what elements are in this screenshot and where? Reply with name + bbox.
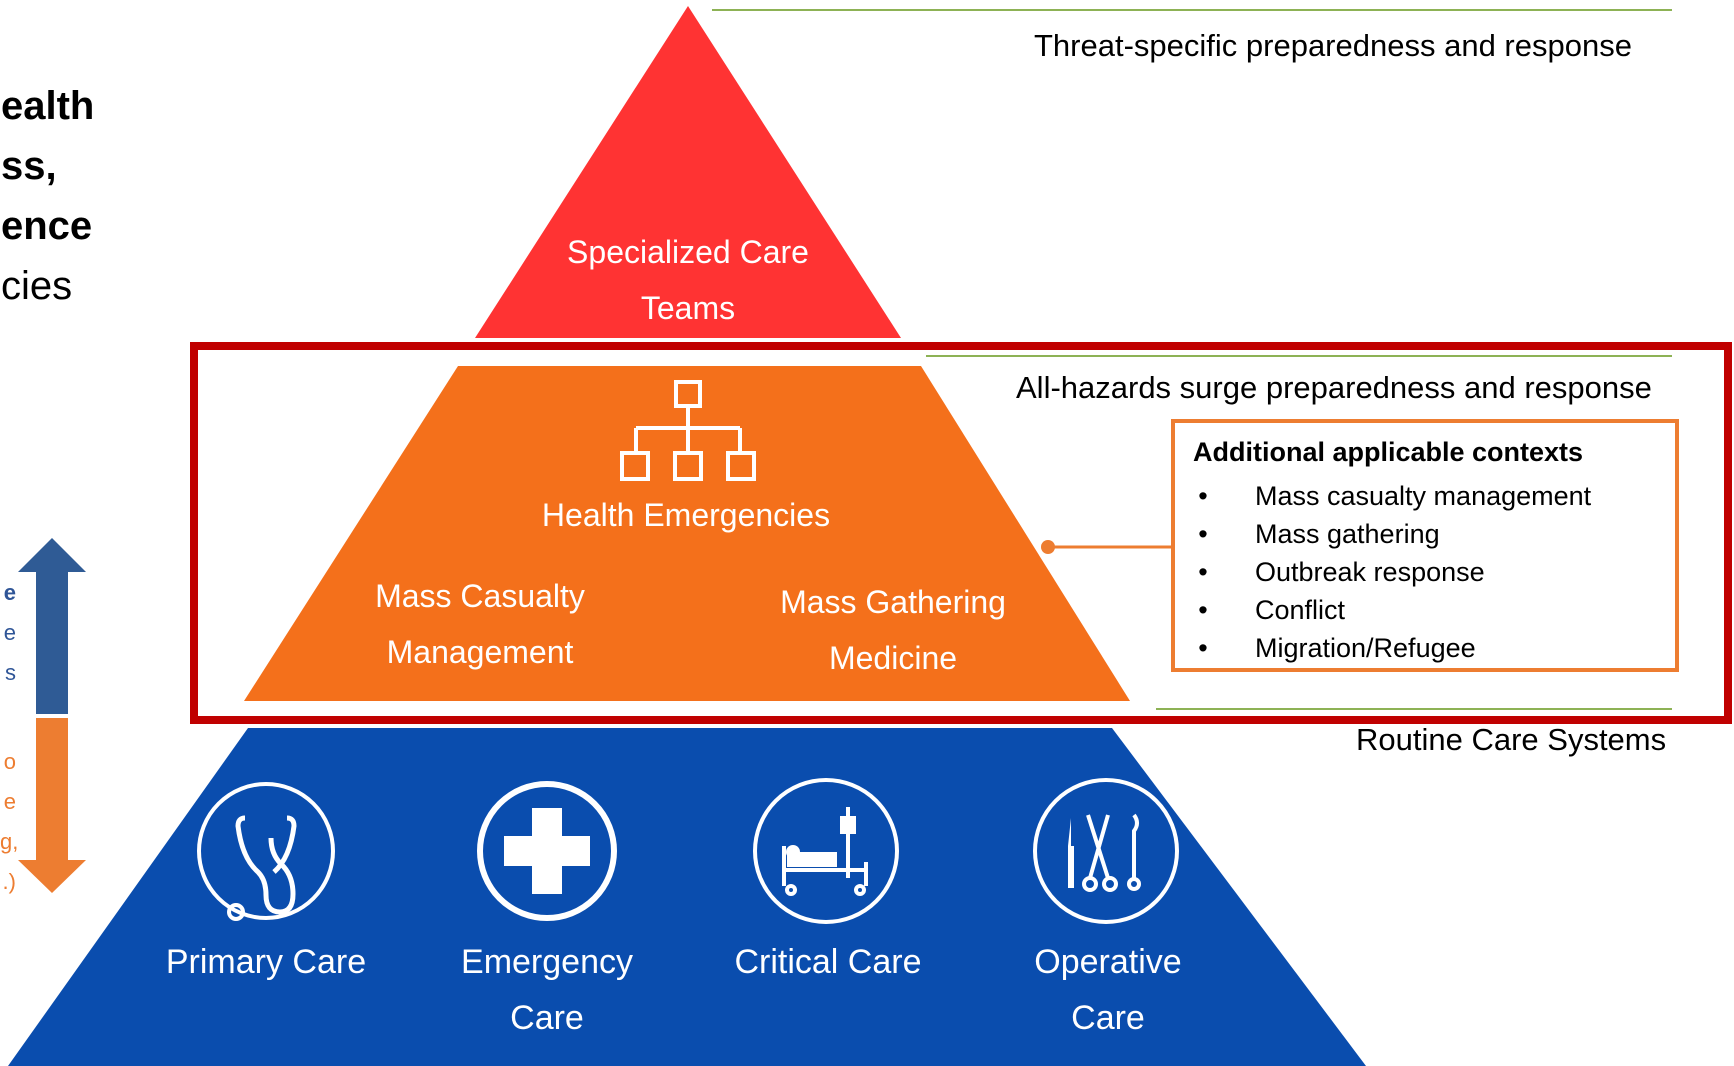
care-label-primary: Primary Care [165, 943, 367, 981]
middle-tier-right-line-1: Mass Gathering [780, 584, 1006, 620]
bullet-icon: • [1198, 633, 1208, 663]
double-arrow-icon [18, 538, 86, 893]
additional-contexts-list: • Mass casualty management • Mass gatherin… [1193, 477, 1591, 667]
care-label-operative-line-2: Care [1071, 999, 1145, 1037]
list-item: • Mass casualty management [1193, 477, 1591, 515]
care-label-emergency-line-2: Care [510, 999, 584, 1037]
context-item-label: Conflict [1255, 595, 1346, 625]
stethoscope-icon [197, 782, 335, 921]
top-tier-label-line-2: Teams [640, 290, 736, 326]
level-label-bottom: Routine Care Systems [1356, 722, 1667, 757]
highlight-frame [190, 342, 1732, 724]
arrow-up-text-2: e [3, 620, 16, 645]
arrow-down-text-4: .) [2, 869, 16, 894]
left-title-line-3: ence [1, 204, 93, 248]
context-connector-dot [1041, 540, 1055, 554]
middle-tier-left-line-2: Management [386, 634, 574, 670]
top-tier [475, 6, 901, 338]
middle-tier [244, 366, 1130, 701]
hospital-bed-icon [753, 778, 899, 924]
bullet-icon: • [1198, 519, 1208, 549]
middle-tier-title: Health Emergencies [541, 497, 831, 533]
context-item-label: Mass casualty management [1255, 481, 1592, 511]
additional-contexts-box: Additional applicable contexts • Mass cas… [1171, 419, 1679, 672]
arrow-down-text-1: o [3, 749, 16, 774]
arrow-down-text-3: g, [0, 829, 19, 854]
context-item-label: Migration/Refugee [1255, 633, 1476, 663]
bullet-icon: • [1198, 481, 1208, 511]
bullet-icon: • [1198, 595, 1208, 625]
list-item: • Conflict [1193, 591, 1591, 629]
level-label-top: Threat-specific preparedness and respons… [1034, 28, 1632, 63]
left-title-line-1: ealth [1, 84, 95, 128]
left-title-line-4: cies [1, 264, 73, 308]
additional-contexts-title: Additional applicable contexts [1193, 437, 1584, 467]
care-label-operative-line-1: Operative [1034, 943, 1182, 981]
care-label-critical: Critical Care [734, 943, 922, 981]
level-label-middle: All-hazards surge preparedness and respo… [1016, 370, 1652, 405]
bullet-icon: • [1198, 557, 1208, 587]
care-label-emergency-line-1: Emergency [461, 943, 633, 981]
surgical-tools-icon [1033, 778, 1179, 924]
list-item: • Mass gathering [1193, 515, 1591, 553]
arrow-up-text-1: e [3, 580, 16, 605]
context-item-label: Outbreak response [1255, 557, 1485, 587]
list-item: • Migration/Refugee [1193, 629, 1591, 667]
arrow-up-text-3: s [5, 660, 16, 685]
bottom-tier [8, 728, 1366, 1066]
org-chart-icon [620, 380, 756, 481]
top-tier-label-line-1: Specialized Care [567, 234, 809, 270]
middle-tier-right-line-2: Medicine [828, 640, 958, 676]
arrow-down-text-2: e [3, 789, 16, 814]
list-item: • Outbreak response [1193, 553, 1591, 591]
medical-cross-icon [477, 781, 617, 921]
middle-tier-left-line-1: Mass Casualty [375, 578, 585, 614]
context-item-label: Mass gathering [1255, 519, 1440, 549]
left-title-line-2: ss, [1, 144, 57, 188]
